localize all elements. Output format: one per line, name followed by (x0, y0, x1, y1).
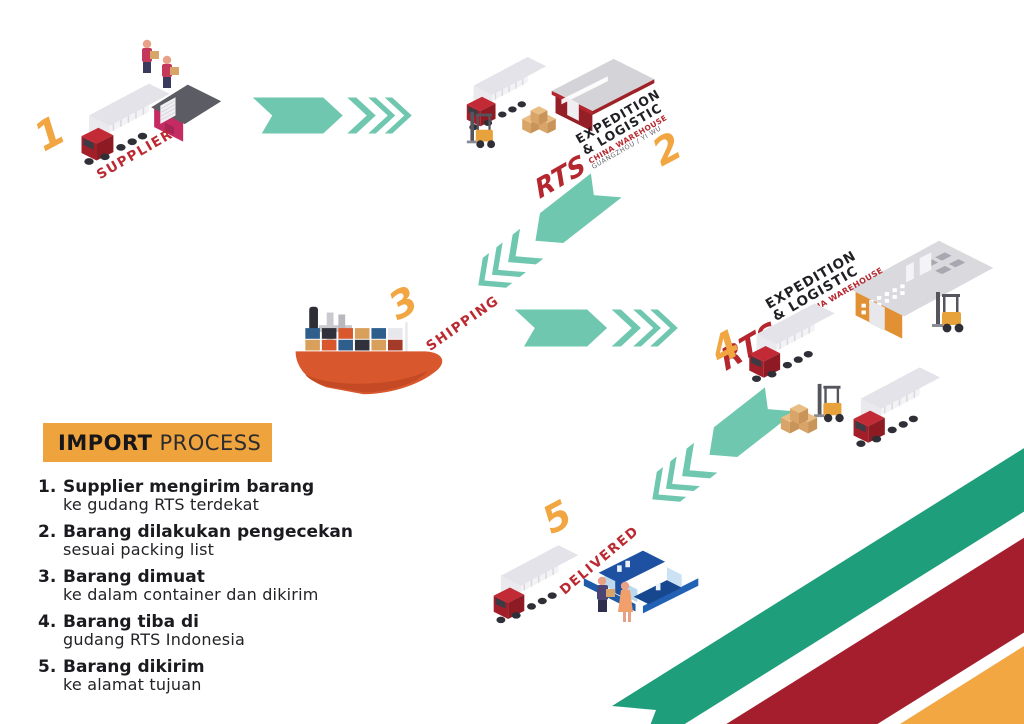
cargo-ship-icon (295, 306, 443, 395)
flow-arrow-icon (514, 309, 678, 347)
truck-icon (748, 302, 836, 383)
list-item: 3. Barang dimuat ke dalam container dan … (38, 568, 378, 604)
forklift-icon (466, 111, 496, 149)
list-item-detail: gudang RTS Indonesia (63, 630, 245, 649)
list-item-title: Supplier mengirim barang (63, 477, 315, 497)
list-item-detail: ke dalam container dan dikirim (63, 585, 319, 604)
list-item-detail: ke alamat tujuan (63, 675, 202, 694)
list-item-title: Barang tiba di (63, 612, 199, 632)
boxes-icon (522, 106, 556, 134)
flow-arrow-icon (252, 97, 412, 134)
list-item-number: 4. (38, 612, 57, 632)
step-2-number: 2 (645, 123, 690, 175)
list-item: 2. Barang dilakukan pengecekan sesuai pa… (38, 523, 378, 559)
warehouse-icon (151, 84, 222, 142)
forklift-icon (932, 292, 964, 333)
step-1-number: 1 (26, 107, 74, 161)
list-item-title: Barang dikirim (63, 657, 205, 677)
flow-arrow-icon (640, 381, 796, 515)
boxes-icon (780, 404, 818, 434)
banner-regular-text: PROCESS (159, 430, 262, 455)
workers-icon (597, 576, 633, 622)
list-item-title: Barang dilakukan pengecekan (63, 522, 353, 542)
list-item: 1. Supplier mengirim barang ke gudang RT… (38, 478, 378, 514)
process-steps-list: 1. Supplier mengirim barang ke gudang RT… (38, 478, 378, 703)
list-item-number: 1. (38, 477, 57, 497)
import-process-banner: IMPORT PROCESS (43, 423, 272, 462)
banner-bold-text: IMPORT (58, 430, 153, 455)
truck-icon (852, 366, 941, 448)
list-item-detail: sesuai packing list (63, 540, 215, 559)
warehouse-icon (849, 240, 994, 339)
list-item-detail: ke gudang RTS terdekat (63, 495, 260, 514)
list-item: 4. Barang tiba di gudang RTS Indonesia (38, 613, 378, 649)
list-item-number: 5. (38, 657, 57, 677)
list-item-title: Barang dimuat (63, 567, 205, 587)
list-item-number: 2. (38, 522, 57, 542)
list-item: 5. Barang dikirim ke alamat tujuan (38, 658, 378, 694)
warehouse-icon (551, 58, 655, 132)
workers-icon (142, 39, 179, 88)
list-item-number: 3. (38, 567, 57, 587)
step-5-number: 5 (535, 491, 580, 543)
